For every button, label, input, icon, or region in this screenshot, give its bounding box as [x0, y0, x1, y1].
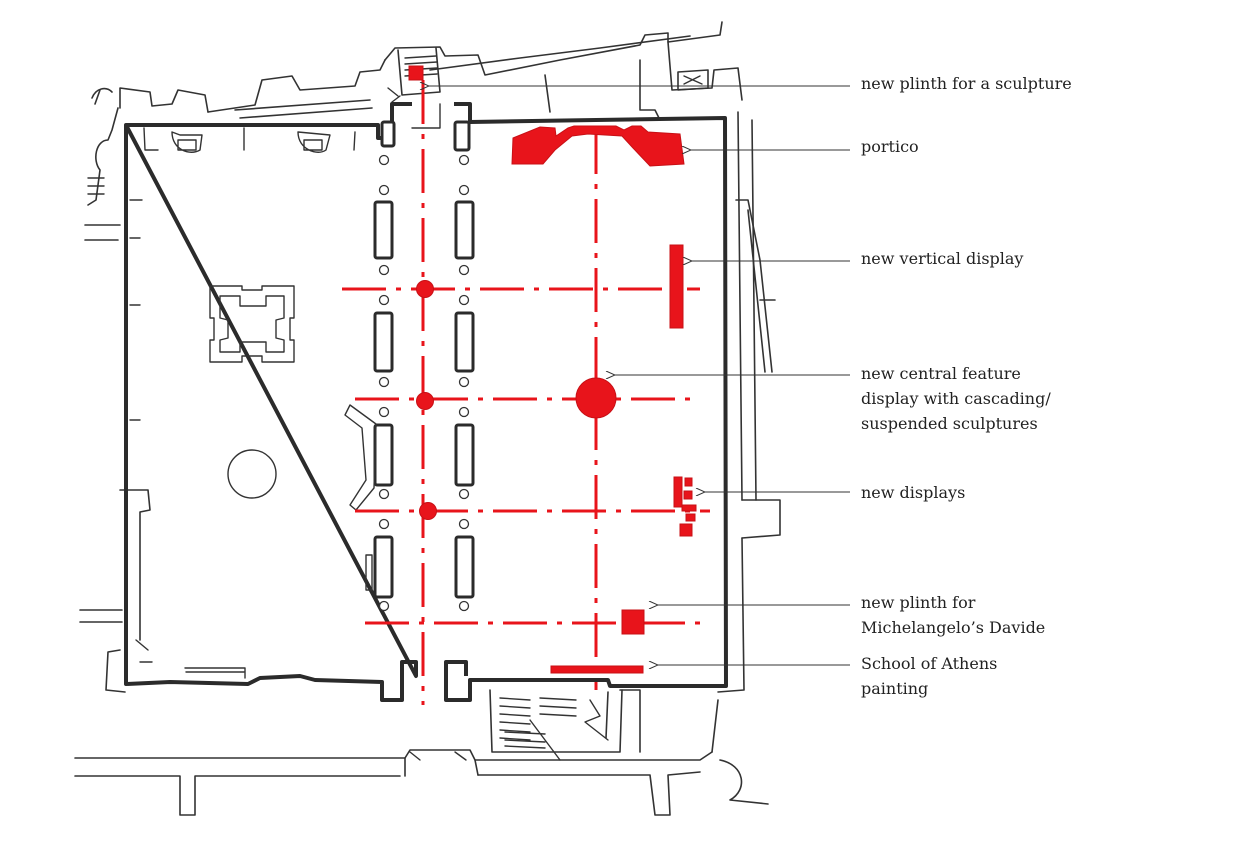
label-vertical-display: new vertical display: [861, 249, 1024, 268]
label-school-of-athens: School of Athens painting: [861, 654, 998, 698]
school-of-athens: [550, 665, 644, 674]
design-axes: [342, 80, 710, 705]
label-portico: portico: [861, 137, 919, 156]
axis-node: [419, 502, 437, 520]
portico: [511, 125, 685, 167]
west-room-features: [129, 127, 356, 679]
design-elements: [408, 65, 697, 674]
label-central-feature: new central feature display with cascadi…: [861, 364, 1051, 433]
sculpture-plinth: [408, 65, 424, 81]
label-new-displays: new displays: [861, 483, 966, 502]
displays-cluster: [673, 476, 697, 537]
label-plinth-sculpture: new plinth for a sculpture: [861, 74, 1072, 93]
axis-node: [416, 392, 434, 410]
label-plinth-davide: new plinth for Michelangelo’s Davide: [861, 593, 1046, 637]
vertical-display: [669, 244, 684, 329]
surrounding-buildings: [74, 21, 781, 816]
davide-plinth: [621, 609, 645, 635]
axis-node: [416, 280, 434, 298]
annotation-leaders: [428, 86, 850, 665]
central-feature: [575, 377, 617, 419]
colonnade: [344, 120, 475, 612]
